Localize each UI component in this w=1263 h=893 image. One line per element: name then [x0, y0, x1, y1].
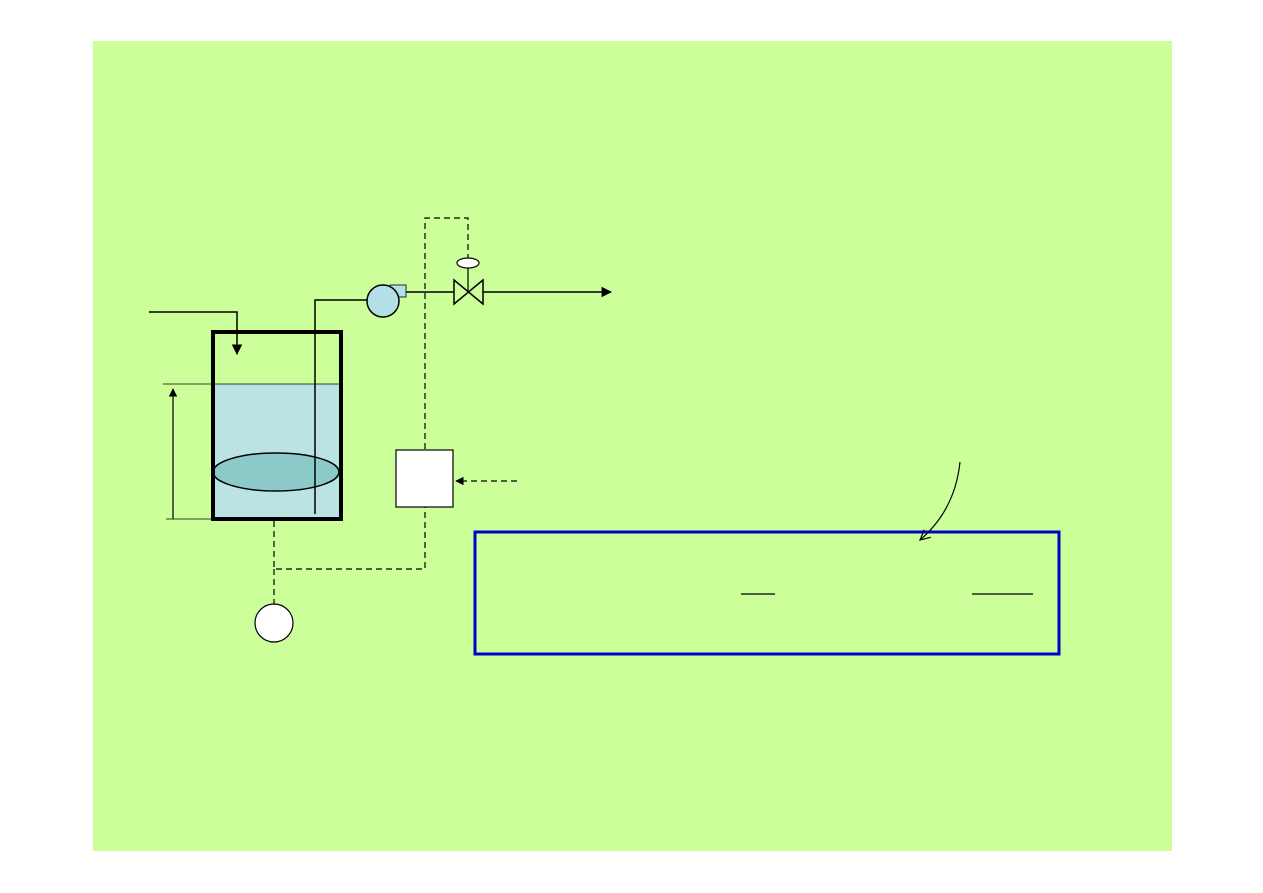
- impeller-icon: [212, 452, 340, 492]
- pump-icon: [366, 284, 400, 318]
- control-signal-to-valve: [424, 217, 469, 449]
- controller-box: [395, 449, 454, 508]
- suction-pipe: [314, 299, 370, 514]
- instrument-circle-icon: [254, 603, 294, 643]
- tank-icon: [211, 330, 343, 521]
- measurement-signal-line: [273, 507, 426, 570]
- equation-box: [473, 530, 1061, 656]
- pointer-arrow: [920, 461, 961, 540]
- tank-liquid: [213, 384, 341, 519]
- valve-actuator-icon: [456, 257, 480, 269]
- inlet-feed-line: [149, 311, 243, 356]
